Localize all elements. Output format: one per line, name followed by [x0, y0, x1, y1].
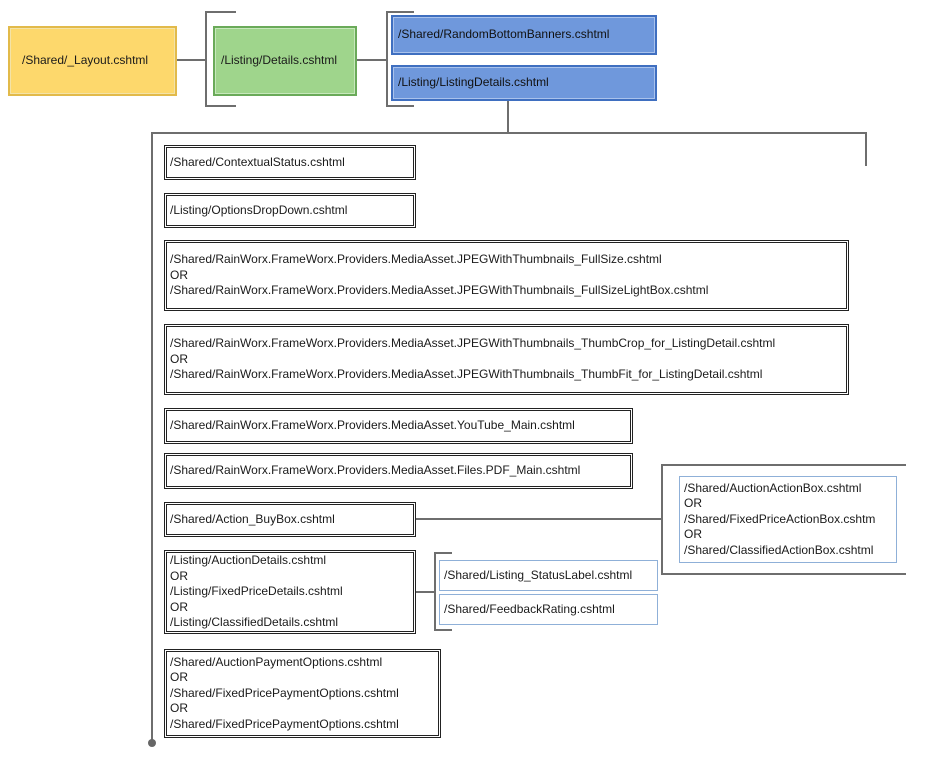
listing-details-node-label: /Listing/ListingDetails.cshtml [398, 75, 549, 90]
action-box-node: /Shared/AuctionActionBox.cshtml OR /Shar… [679, 476, 897, 563]
partial-node: /Listing/OptionsDropDown.cshtml [164, 193, 416, 228]
partial-line: OR [170, 568, 188, 583]
partial-node: /Shared/AuctionPaymentOptions.cshtml OR … [164, 649, 441, 738]
action-box-line: /Shared/AuctionActionBox.cshtml [684, 480, 862, 495]
feedback-rating-node: /Shared/FeedbackRating.cshtml [439, 594, 658, 625]
partial-line: OR [170, 670, 188, 685]
partial-line: OR [170, 701, 188, 716]
partial-node: /Shared/RainWorx.FrameWorx.Providers.Med… [164, 408, 633, 444]
partial-node: /Shared/RainWorx.FrameWorx.Providers.Med… [164, 240, 849, 311]
partial-line: /Listing/FixedPriceDetails.cshtml [170, 584, 343, 599]
banners-node-label: /Shared/RandomBottomBanners.cshtml [398, 27, 610, 42]
partial-line: /Shared/RainWorx.FrameWorx.Providers.Med… [170, 283, 709, 298]
partial-line: OR [170, 599, 188, 614]
partial-line: OR [170, 351, 188, 366]
partial-node: /Shared/Action_BuyBox.cshtml [164, 502, 416, 537]
partial-node: /Shared/ContextualStatus.cshtml [164, 145, 416, 180]
partial-line: /Listing/ClassifiedDetails.cshtml [170, 615, 339, 630]
partial-line: /Shared/RainWorx.FrameWorx.Providers.Med… [170, 252, 662, 267]
partial-line: /Shared/ContextualStatus.cshtml [170, 154, 345, 169]
action-box-line: /Shared/ClassifiedActionBox.cshtml [684, 542, 874, 557]
status-label-node: /Shared/Listing_StatusLabel.cshtml [439, 560, 658, 591]
partial-line: /Shared/FixedPricePaymentOptions.cshtml [170, 716, 399, 731]
partial-line: /Shared/RainWorx.FrameWorx.Providers.Med… [170, 463, 581, 478]
partial-line: /Shared/Action_BuyBox.cshtml [170, 511, 335, 526]
action-box-line: OR [684, 496, 702, 511]
partial-line: OR [170, 267, 188, 282]
partial-line: /Listing/AuctionDetails.cshtml [170, 553, 327, 568]
feedback-rating-node-label: /Shared/FeedbackRating.cshtml [444, 601, 615, 616]
details-node: /Listing/Details.cshtml [213, 26, 357, 96]
layout-node: /Shared/_Layout.cshtml [8, 26, 177, 96]
listing-details-node: /Listing/ListingDetails.cshtml [391, 65, 657, 101]
partial-node: /Shared/RainWorx.FrameWorx.Providers.Med… [164, 453, 633, 489]
partial-line: /Shared/RainWorx.FrameWorx.Providers.Med… [170, 367, 763, 382]
partial-node: /Shared/RainWorx.FrameWorx.Providers.Med… [164, 324, 849, 395]
action-box-line: OR [684, 527, 702, 542]
details-node-label: /Listing/Details.cshtml [221, 53, 338, 68]
partial-line: /Shared/RainWorx.FrameWorx.Providers.Med… [170, 336, 776, 351]
partial-node: /Listing/AuctionDetails.cshtml OR /Listi… [164, 550, 416, 634]
partial-line: /Shared/AuctionPaymentOptions.cshtml [170, 654, 383, 669]
partial-line: /Shared/RainWorx.FrameWorx.Providers.Med… [170, 418, 575, 433]
partial-line: /Shared/FixedPricePaymentOptions.cshtml [170, 685, 399, 700]
banners-node: /Shared/RandomBottomBanners.cshtml [391, 15, 657, 55]
partial-line: /Listing/OptionsDropDown.cshtml [170, 202, 348, 217]
layout-node-label: /Shared/_Layout.cshtml [22, 53, 149, 68]
status-label-node-label: /Shared/Listing_StatusLabel.cshtml [444, 567, 633, 582]
action-box-line: /Shared/FixedPriceActionBox.cshtm [684, 511, 876, 526]
